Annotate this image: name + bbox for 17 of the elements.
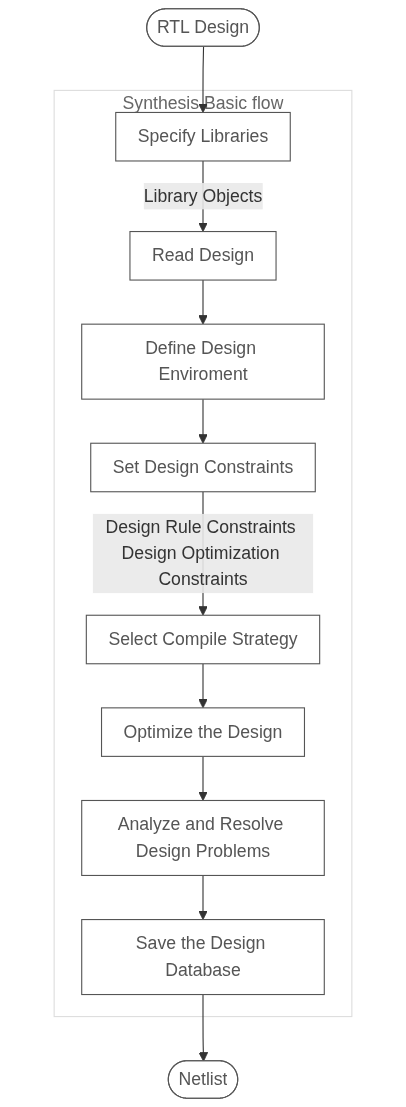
arrow [198, 755, 208, 801]
node-box: Save the Design Database [81, 919, 325, 996]
node-box: Set Design Constraints [90, 442, 316, 493]
node-box: Specify Libraries [115, 111, 291, 162]
node-box: Define Design Enviroment [81, 323, 325, 400]
node-box: Read Design [129, 231, 277, 281]
arrow [198, 994, 209, 1062]
arrow [198, 398, 208, 444]
node-box: Optimize the Design [101, 707, 306, 757]
arrow [198, 874, 208, 920]
arrow [198, 46, 208, 113]
edge-label: Design Rule Constraints Design Optimization Constraints [105, 517, 296, 589]
node-box: Select Compile Strategy [85, 614, 321, 665]
arrow [198, 279, 208, 325]
arrow [198, 663, 208, 709]
node-box: Analyze and Resolve Design Problems [81, 799, 325, 876]
edge-label: Library Objects [143, 186, 263, 206]
